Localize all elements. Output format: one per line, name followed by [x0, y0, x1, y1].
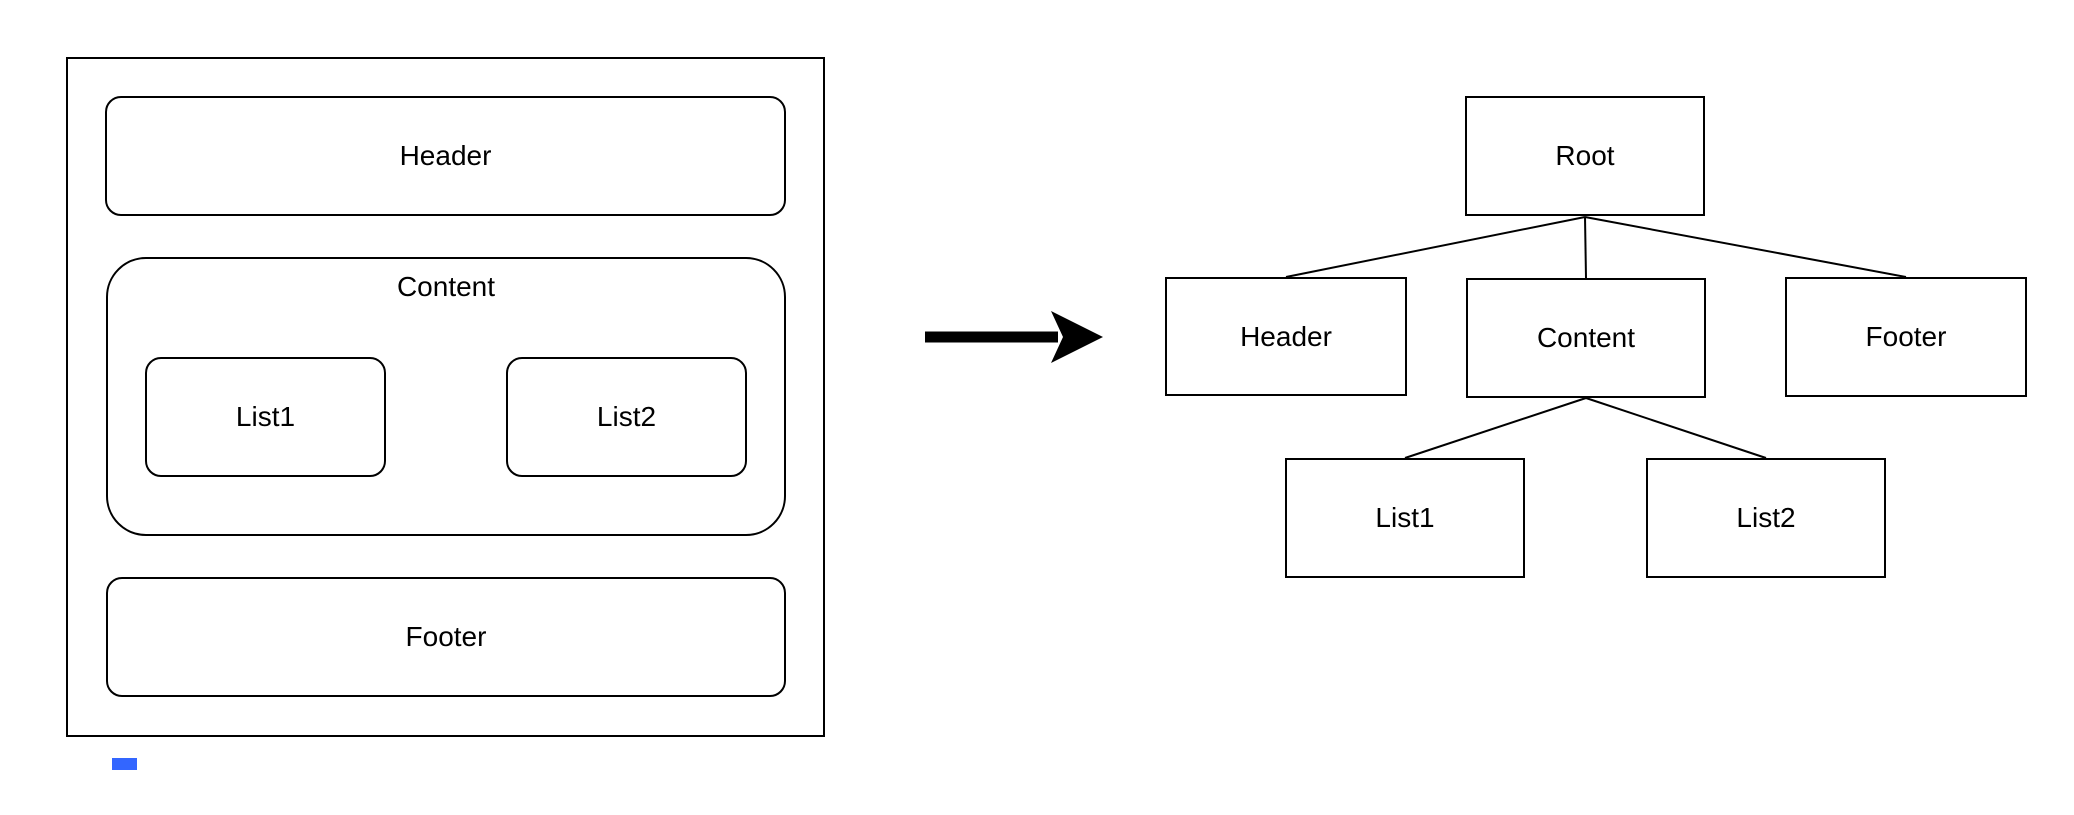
tree-edge-root-header: [1285, 216, 1586, 278]
layout-header-box: Header: [105, 96, 786, 216]
tree-node-header: Header: [1165, 277, 1407, 396]
layout-list2-box: List2: [506, 357, 747, 477]
layout-footer-label: Footer: [405, 621, 487, 652]
layout-list1-label: List1: [235, 401, 296, 432]
tree-node-header-label: Header: [1240, 320, 1332, 352]
layout-header-label: Header: [399, 140, 492, 171]
layout-list1-box: List1: [145, 357, 386, 477]
tree-edge-root-footer: [1584, 216, 1907, 278]
tree-edge-content-list2: [1585, 397, 1767, 459]
layout-list2-label: List2: [596, 401, 657, 432]
layout-footer-box: Footer: [106, 577, 786, 697]
tree-node-footer: Footer: [1785, 277, 2027, 397]
tree-edge-content-list1: [1404, 397, 1587, 459]
layout-content-label: Content: [396, 271, 496, 302]
tree-node-content: Content: [1466, 278, 1706, 398]
tree-edge-root-content: [1584, 216, 1587, 279]
tree-node-footer-label: Footer: [1865, 321, 1947, 352]
tree-node-list1: List1: [1285, 458, 1525, 578]
tree-node-list2-label: List2: [1736, 502, 1796, 533]
right-arrow-icon: [925, 311, 1103, 363]
blue-marker-artifact: [112, 758, 137, 770]
tree-node-content-label: Content: [1536, 322, 1636, 353]
tree-node-root-label: Root: [1555, 140, 1615, 171]
tree-node-list1-label: List1: [1375, 502, 1435, 533]
tree-node-list2: List2: [1646, 458, 1886, 578]
tree-node-root: Root: [1465, 96, 1705, 216]
